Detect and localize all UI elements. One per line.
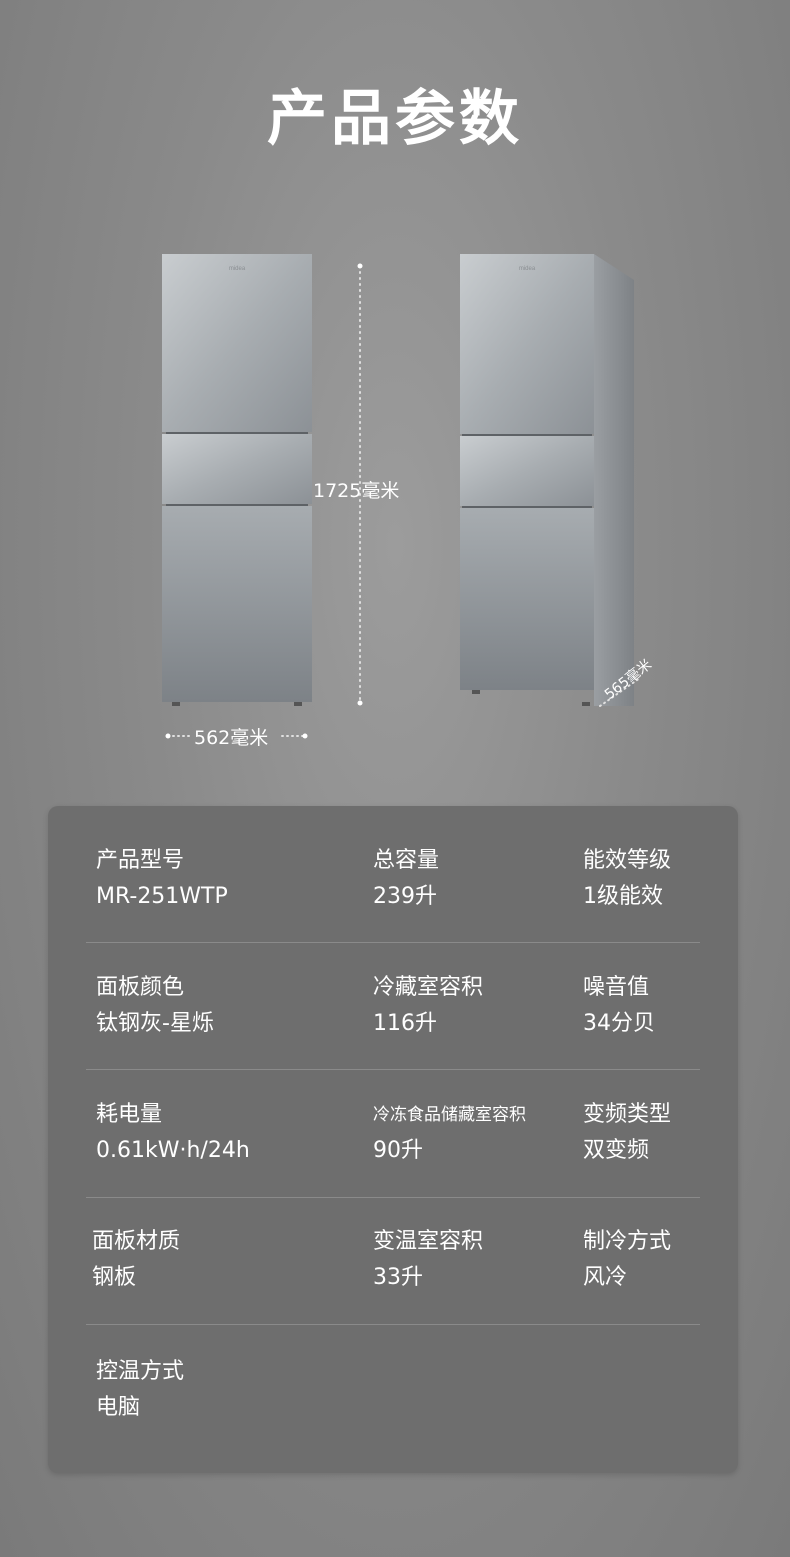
divider <box>86 942 700 943</box>
svg-text:midea: midea <box>229 266 246 272</box>
spec-cooling-method: 制冷方式 风冷 <box>583 1229 672 1290</box>
width-label: 562毫米 <box>194 727 269 749</box>
spec-row: 面板材质 钢板 变温室容积 33升 制冷方式 风冷 <box>48 1227 738 1354</box>
spec-energy-grade: 能效等级 1级能效 <box>583 848 672 909</box>
spec-row: 控温方式 电脑 <box>48 1357 738 1484</box>
product-illustration: midea midea 1725毫米 562毫米 565毫米 <box>0 240 790 760</box>
fridge-middle-drawer <box>162 434 312 504</box>
svg-text:midea: midea <box>519 266 536 272</box>
spec-inverter-type: 变频类型 双变频 <box>583 1102 672 1163</box>
fridge-top-door <box>162 254 312 432</box>
spec-card: 产品型号 MR-251WTP 总容量 239升 能效等级 1级能效 面板颜色 钛… <box>48 806 738 1473</box>
divider <box>86 1069 700 1070</box>
spec-freezer-volume: 冷冻食品储藏室容积 90升 <box>373 1105 526 1163</box>
spec-temp-control: 控温方式 电脑 <box>96 1359 185 1420</box>
spec-power-consumption: 耗电量 0.61kW·h/24h <box>96 1102 250 1163</box>
spec-row: 面板颜色 钛钢灰-星烁 冷藏室容积 116升 噪音值 34分贝 <box>48 973 738 1100</box>
spec-model: 产品型号 MR-251WTP <box>96 848 228 909</box>
spec-panel-material: 面板材质 钢板 <box>92 1229 181 1290</box>
spec-fridge-volume: 冷藏室容积 116升 <box>373 975 484 1036</box>
divider <box>86 1324 700 1325</box>
side-fridge: midea <box>460 254 634 706</box>
spec-total-capacity: 总容量 239升 <box>373 848 440 909</box>
page-title: 产品参数 <box>267 84 523 154</box>
spec-row: 产品型号 MR-251WTP 总容量 239升 能效等级 1级能效 <box>48 846 738 973</box>
depth-dimension-line <box>599 677 641 707</box>
fridge-illustration: midea midea <box>162 254 641 739</box>
spec-row: 耗电量 0.61kW·h/24h 冷冻食品储藏室容积 90升 变频类型 双变频 <box>48 1100 738 1227</box>
spec-variable-temp-volume: 变温室容积 33升 <box>373 1229 484 1290</box>
spec-panel-color: 面板颜色 钛钢灰-星烁 <box>96 975 214 1036</box>
divider <box>86 1197 700 1198</box>
height-label: 1725毫米 <box>313 480 400 502</box>
fridge-bottom-door <box>162 506 312 702</box>
spec-noise: 噪音值 34分贝 <box>583 975 655 1036</box>
front-fridge: midea <box>162 254 312 706</box>
